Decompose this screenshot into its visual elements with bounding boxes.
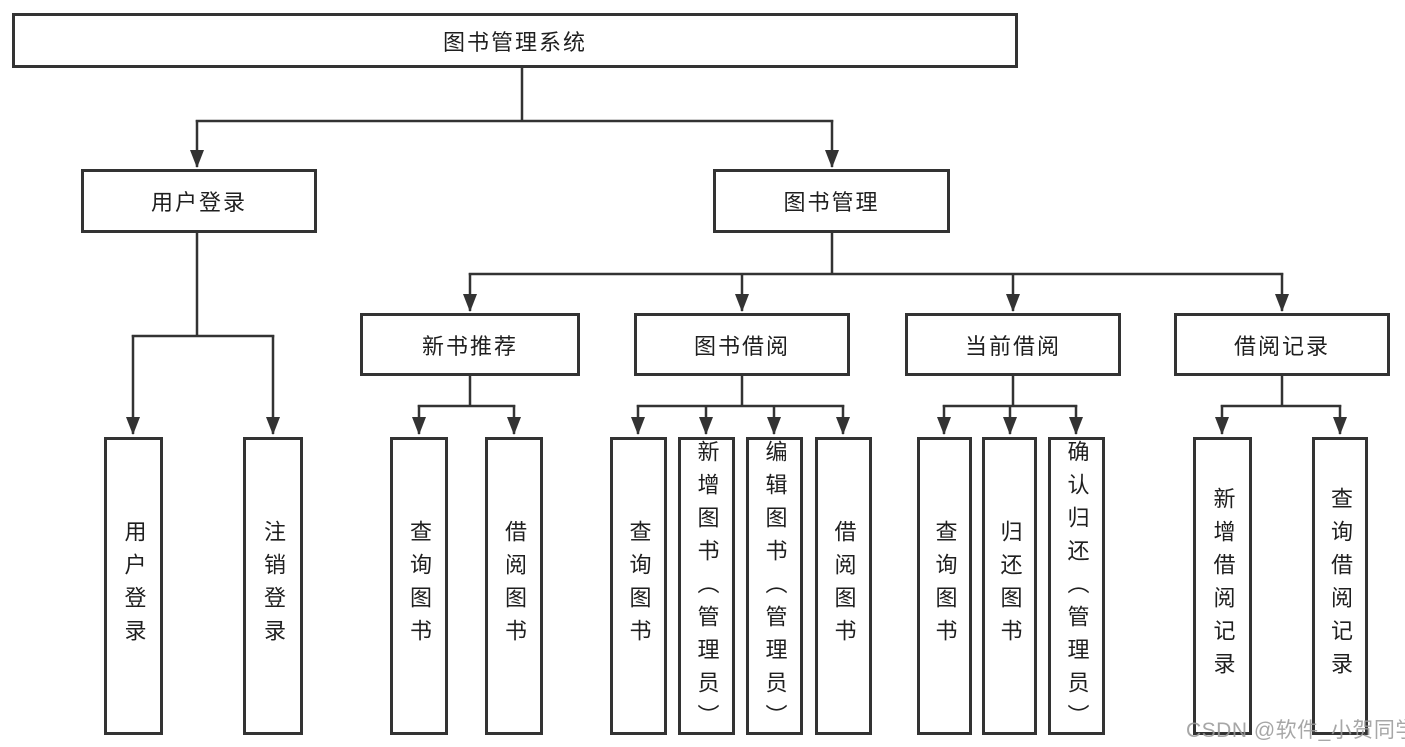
watermark: CSDN @软件_小贺同学 — [1186, 719, 1405, 742]
leaf-label: 归还图书 — [997, 520, 1023, 652]
leaf-newbook-query-books: 查询图书 — [390, 437, 448, 735]
node-label: 借阅记录 — [1233, 333, 1330, 359]
leaf-current-confirm-return-admin: 确认归还（管理员） — [1048, 437, 1105, 737]
leaf-newbook-borrow-books: 借阅图书 — [485, 437, 543, 735]
node-label: 用户登录 — [150, 190, 247, 215]
leaf-label: 查询图书 — [407, 520, 432, 652]
leaf-borrow-borrow-books: 借阅图书 — [815, 437, 872, 735]
leaf-label: 查询图书 — [626, 520, 652, 652]
leaf-records-add-record: 新增借阅记录 — [1193, 437, 1252, 735]
leaf-label: 新增借阅记录 — [1210, 487, 1236, 685]
leaf-label: 注销登录 — [261, 520, 286, 652]
node-label: 图书管理 — [783, 190, 880, 215]
leaf-label: 新增图书（管理员） — [694, 440, 720, 737]
leaf-label: 借阅图书 — [502, 520, 527, 652]
leaf-label: 用户登录 — [121, 520, 147, 652]
node-new-book-recommend: 新书推荐 — [360, 313, 580, 376]
node-root: 图书管理系统 — [12, 13, 1018, 68]
node-book-management: 图书管理 — [713, 169, 950, 233]
leaf-user-login: 用户登录 — [104, 437, 163, 735]
node-label: 图书管理系统 — [442, 29, 587, 55]
leaf-current-query-books: 查询图书 — [917, 437, 972, 735]
node-label: 当前借阅 — [964, 333, 1061, 359]
leaf-current-return-books: 归还图书 — [982, 437, 1037, 735]
node-current-borrow: 当前借阅 — [905, 313, 1121, 376]
node-user-login: 用户登录 — [81, 169, 317, 233]
leaf-borrow-query-books: 查询图书 — [610, 437, 667, 735]
leaf-records-query-record: 查询借阅记录 — [1312, 437, 1368, 735]
node-label: 新书推荐 — [421, 333, 518, 359]
leaf-label: 查询图书 — [932, 520, 958, 652]
node-book-borrow: 图书借阅 — [634, 313, 850, 376]
leaf-borrow-edit-books-admin: 编辑图书（管理员） — [746, 437, 803, 737]
leaf-logout: 注销登录 — [243, 437, 303, 735]
leaf-label: 借阅图书 — [831, 520, 857, 652]
node-label: 图书借阅 — [693, 333, 790, 359]
leaf-borrow-add-books-admin: 新增图书（管理员） — [678, 437, 735, 737]
leaf-label: 查询借阅记录 — [1328, 487, 1353, 685]
leaf-label: 编辑图书（管理员） — [762, 440, 788, 737]
leaf-label: 确认归还（管理员） — [1064, 440, 1090, 737]
node-borrow-records: 借阅记录 — [1174, 313, 1390, 376]
